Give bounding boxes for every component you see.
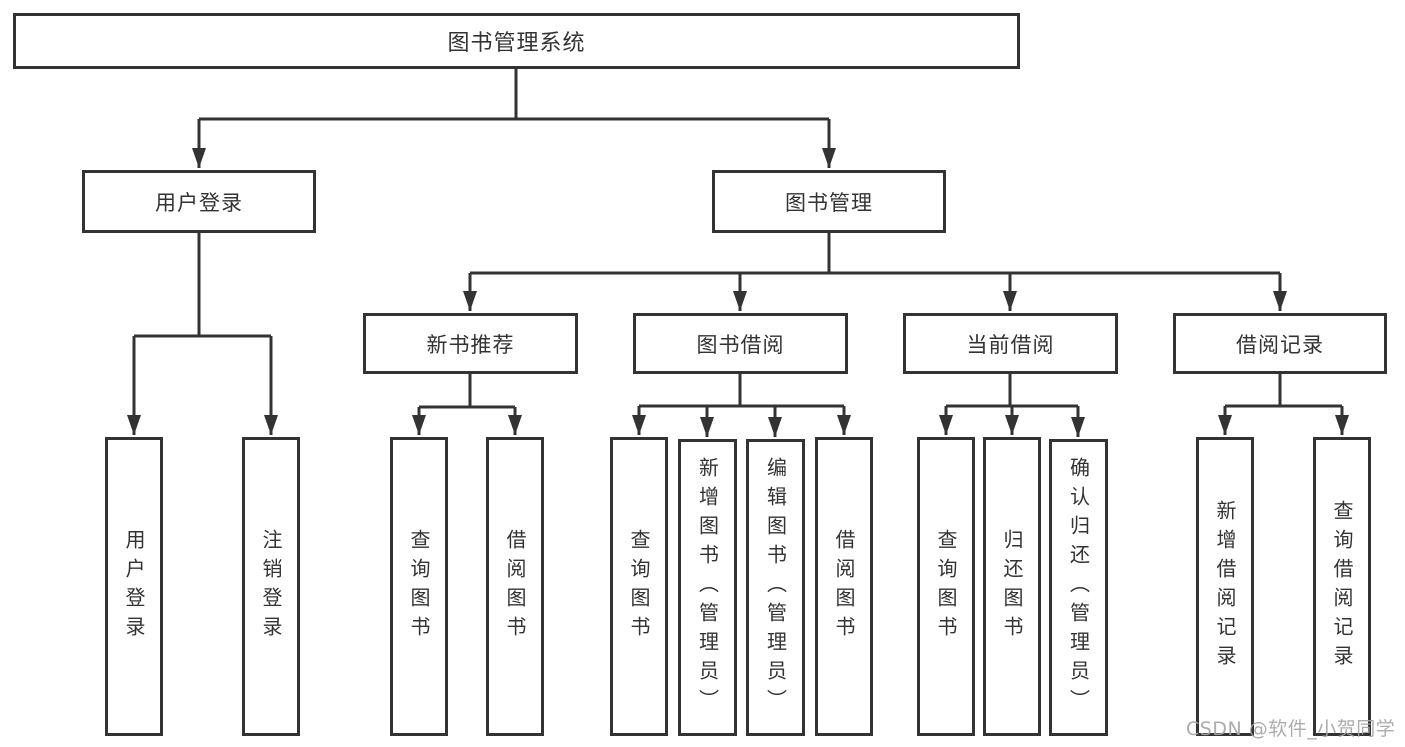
leaf-logout: 注销登录	[242, 437, 300, 736]
leaf-user-login: 用户登录	[105, 437, 163, 736]
leaf-label: 查询图书	[627, 528, 651, 645]
leaf-br-add-borrow-record: 新增借阅记录	[1196, 437, 1254, 736]
leaf-label: 归还图书	[1000, 528, 1024, 645]
node-current-borrowing: 当前借阅	[903, 313, 1118, 374]
node-new-book-recommendation: 新书推荐	[363, 313, 578, 374]
node-book-borrowing: 图书借阅	[633, 313, 848, 374]
leaf-label: 新增图书（管理员）	[695, 457, 720, 718]
leaf-label: 借阅图书	[503, 528, 527, 645]
leaf-nb-borrow-books: 借阅图书	[486, 437, 544, 736]
leaf-bb-edit-books-admin: 编辑图书（管理员）	[746, 439, 805, 736]
node-user-login: 用户登录	[82, 170, 316, 233]
leaf-label: 用户登录	[122, 528, 146, 645]
leaf-bb-query-books: 查询图书	[610, 437, 668, 736]
leaf-label: 编辑图书（管理员）	[763, 457, 788, 718]
leaf-cb-return-books: 归还图书	[983, 437, 1041, 736]
leaf-label: 借阅图书	[832, 528, 856, 645]
node-root: 图书管理系统	[13, 13, 1020, 69]
node-borrowing-records: 借阅记录	[1173, 313, 1387, 374]
leaf-label: 确认归还（管理员）	[1066, 457, 1091, 718]
leaf-bb-add-books-admin: 新增图书（管理员）	[678, 439, 737, 736]
leaf-bb-borrow-books: 借阅图书	[815, 437, 873, 736]
leaf-label: 注销登录	[259, 528, 283, 645]
leaf-label: 查询图书	[407, 528, 431, 645]
leaf-cb-query-books: 查询图书	[917, 437, 975, 736]
leaf-cb-confirm-return-admin: 确认归还（管理员）	[1049, 439, 1108, 736]
leaf-label: 查询借阅记录	[1330, 499, 1354, 674]
node-book-management: 图书管理	[712, 170, 946, 233]
leaf-nb-query-books: 查询图书	[390, 437, 448, 736]
csdn-watermark: CSDN @软件_小贺同学	[1186, 718, 1396, 740]
leaf-label: 新增借阅记录	[1213, 499, 1237, 674]
leaf-label: 查询图书	[934, 528, 958, 645]
leaf-br-query-borrow-record: 查询借阅记录	[1313, 437, 1371, 736]
